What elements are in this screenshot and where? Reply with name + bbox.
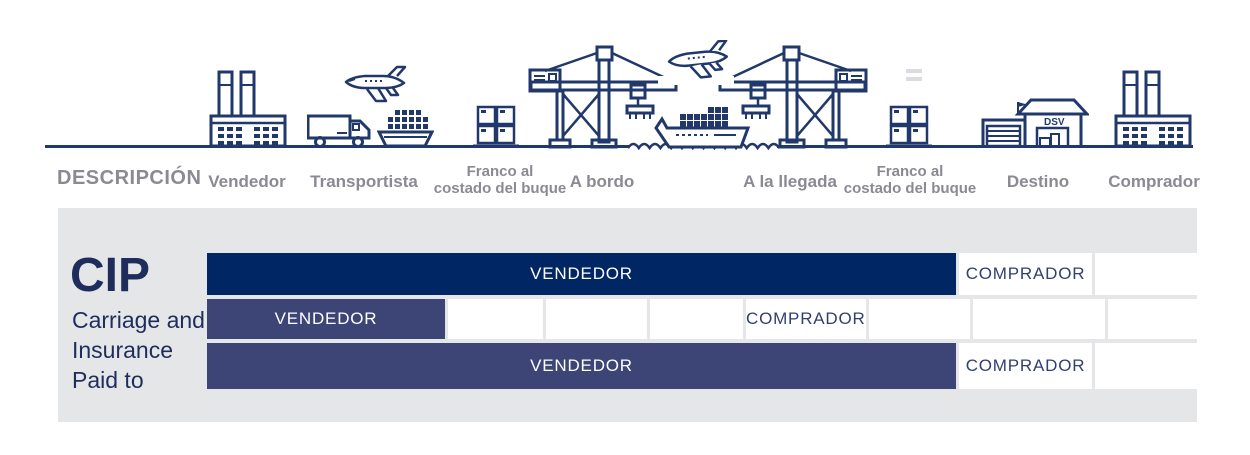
- airplane-takeoff-icon: [651, 40, 734, 85]
- empty-cell: [448, 299, 543, 339]
- stage-label-transportista: Transportista: [310, 172, 418, 191]
- container-ship-icon: [654, 107, 751, 149]
- empty-cell: [546, 299, 647, 339]
- responsibility-panel: CIP Carriage and Insurance Paid to VENDE…: [58, 208, 1214, 422]
- table-row: VENDEDOR COMPRADOR: [207, 343, 1197, 389]
- ground-line: [45, 145, 629, 148]
- stage-label-comprador: Comprador: [1108, 172, 1200, 191]
- empty-cell: [868, 299, 970, 339]
- comprador-cell: COMPRADOR: [746, 299, 866, 339]
- table-row: VENDEDOR COMPRADOR: [207, 253, 1197, 295]
- crates-icon: [473, 105, 519, 148]
- stage-label-destino: Destino: [1006, 172, 1070, 191]
- description-label: DESCRIPCIÓN: [57, 167, 202, 189]
- airplane-icon: [344, 65, 407, 103]
- comprador-cell: COMPRADOR: [959, 343, 1092, 389]
- empty-cell: [650, 299, 743, 339]
- table-row: VENDEDOR COMPRADOR: [207, 299, 1214, 339]
- stage-label-franco-costado-1: Franco al costado del buque: [433, 163, 567, 197]
- factory-icon: [1114, 70, 1192, 148]
- incoterm-code: CIP: [70, 249, 151, 302]
- warehouse-sign-text: DSV: [1044, 117, 1065, 128]
- equals-mark-icon: [906, 69, 922, 81]
- empty-cell: [972, 299, 1105, 339]
- truck-icon: [307, 114, 371, 148]
- vendedor-bar: VENDEDOR: [207, 253, 956, 295]
- empty-cell: [1107, 299, 1214, 339]
- container-crane-icon: [718, 45, 868, 149]
- stage-label-franco-costado-2: Franco al costado del buque: [843, 163, 977, 197]
- crates-icon: [886, 105, 932, 148]
- vendedor-bar: VENDEDOR: [207, 343, 956, 389]
- stage-label-a-la-llegada: A la llegada: [743, 172, 837, 191]
- vendedor-bar: VENDEDOR: [207, 299, 445, 339]
- incoterm-name: Carriage and Insurance Paid to: [72, 307, 205, 393]
- warehouse-icon: DSV: [981, 98, 1089, 148]
- empty-cell: [1095, 343, 1197, 389]
- stage-label-a-bordo: A bordo: [569, 172, 635, 191]
- comprador-cell: COMPRADOR: [959, 253, 1092, 295]
- empty-cell: [1095, 253, 1197, 295]
- stage-label-vendedor: Vendedor: [208, 172, 286, 191]
- cargo-ship-icon: [377, 110, 434, 148]
- factory-icon: [209, 70, 287, 148]
